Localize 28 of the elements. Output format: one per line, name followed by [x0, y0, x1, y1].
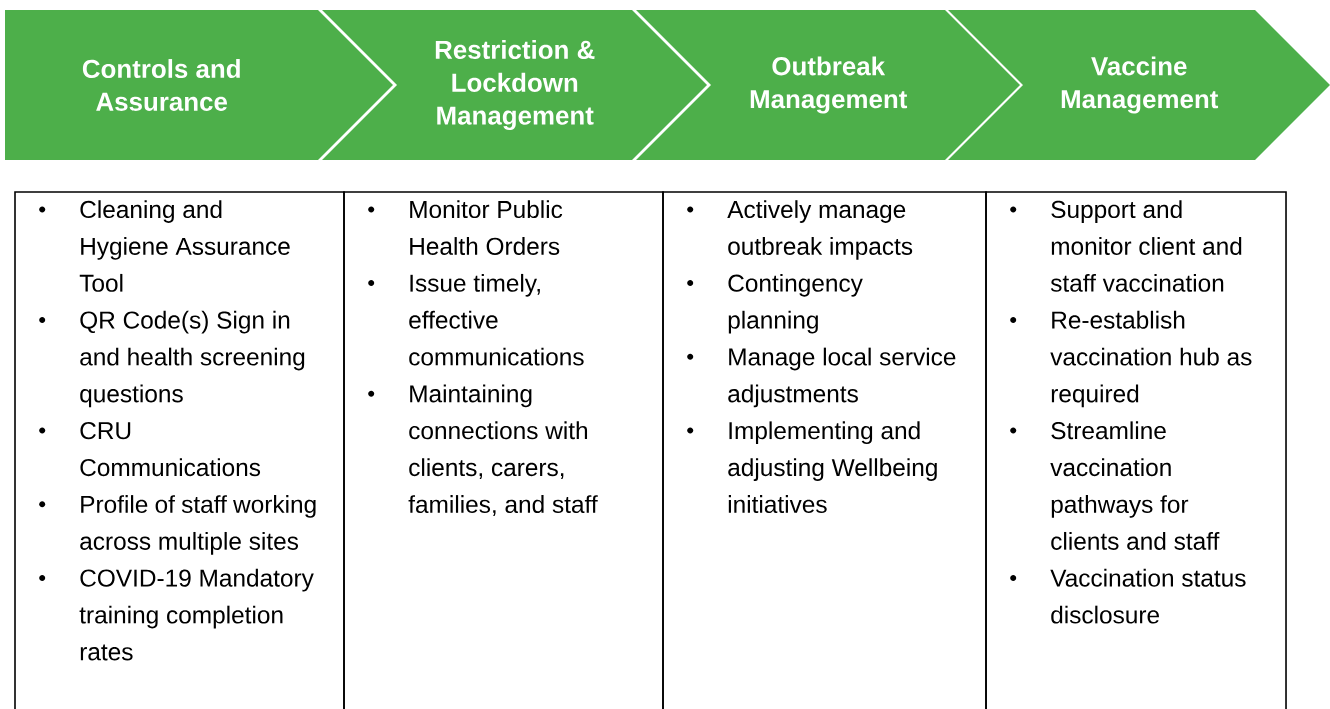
bullet-item: COVID-19 Mandatory training completion rates — [39, 568, 314, 661]
bullet-item: Issue timely, effective communications — [368, 273, 584, 366]
bullet-item: Re-establish vaccination hub as required — [1010, 310, 1252, 408]
process-step-banner: Controls and Assurance — [5, 10, 393, 160]
node-label: Restriction & Lockdown Management — [435, 40, 595, 130]
bullet-item: Vaccination status disclosure — [1010, 568, 1246, 624]
bullet-item: Actively manage outbreak impacts — [687, 200, 913, 260]
bullet-item: QR Code(s) Sign in and health screening questions — [39, 310, 305, 408]
bullet-item: Maintaining connections with clients, carers, families, and staff — [368, 384, 598, 516]
table-cell — [985, 191, 1287, 709]
bullet-item: Monitor Public Health Orders — [368, 200, 563, 255]
node-label: Outbreak Management — [750, 56, 908, 114]
table-cell — [343, 191, 664, 709]
bullet-item: Support and monitor client and staff vaccination — [1010, 200, 1242, 292]
bullet-item: Implementing and adjusting Wellbeing initiatives — [687, 421, 937, 513]
process-step-banner: Vaccine Management — [948, 10, 1330, 160]
bullet-item: CRU Communications — [39, 422, 261, 477]
bullet-item: Manage local service adjustments — [687, 347, 956, 408]
bullet-item: Cleaning and Hygiene Assurance Tool — [39, 200, 290, 292]
process-step-banner: Outbreak Management — [636, 10, 1020, 160]
table-cell — [14, 191, 345, 709]
bullet-item: Contingency planning — [687, 273, 863, 334]
node-label: Vaccine Management — [1061, 56, 1219, 114]
bullet-item: Profile of staff working across multiple sites — [39, 495, 316, 555]
bullet-item: Streamline vaccination pathways for clients and staff — [1010, 421, 1220, 550]
table-cell — [662, 191, 987, 709]
process-step-banner: Restriction & Lockdown Management — [322, 10, 707, 160]
node-label: Controls and Assurance — [82, 59, 240, 111]
